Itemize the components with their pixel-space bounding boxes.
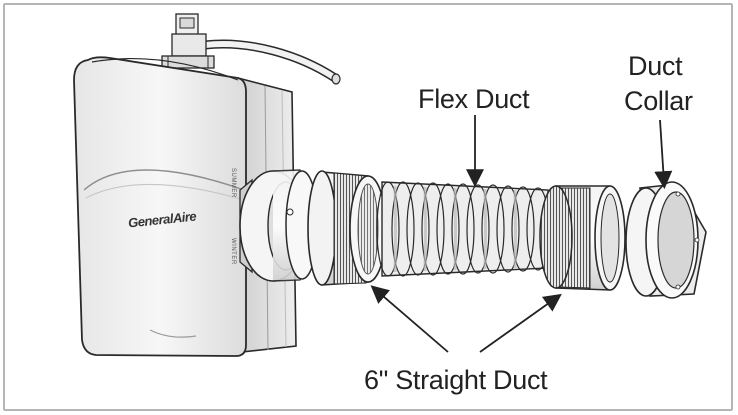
- flex-duct: [376, 181, 550, 277]
- unit-outlet-collar: [239, 169, 319, 282]
- callout-arrows: [370, 115, 673, 353]
- straight-duct-left-arrow: [370, 285, 449, 353]
- straight-duct-label: 6" Straight Duct: [364, 365, 548, 395]
- flex-duct-label: Flex Duct: [418, 84, 530, 114]
- humidifier-unit: [73, 13, 341, 357]
- duct-collar-label-line2: Collar: [624, 86, 693, 116]
- duct-collar-label-line1: Duct: [628, 51, 683, 81]
- solenoid-valve: [161, 13, 215, 69]
- duct-collar: [625, 181, 707, 299]
- straight-duct-left: [307, 170, 387, 286]
- straight-duct-right-arrow: [479, 293, 562, 353]
- duct-collar-arrow: [654, 119, 673, 190]
- summer-label: SUMMER: [230, 168, 236, 198]
- winter-label: WINTER: [230, 238, 236, 265]
- straight-duct-right: [539, 185, 626, 291]
